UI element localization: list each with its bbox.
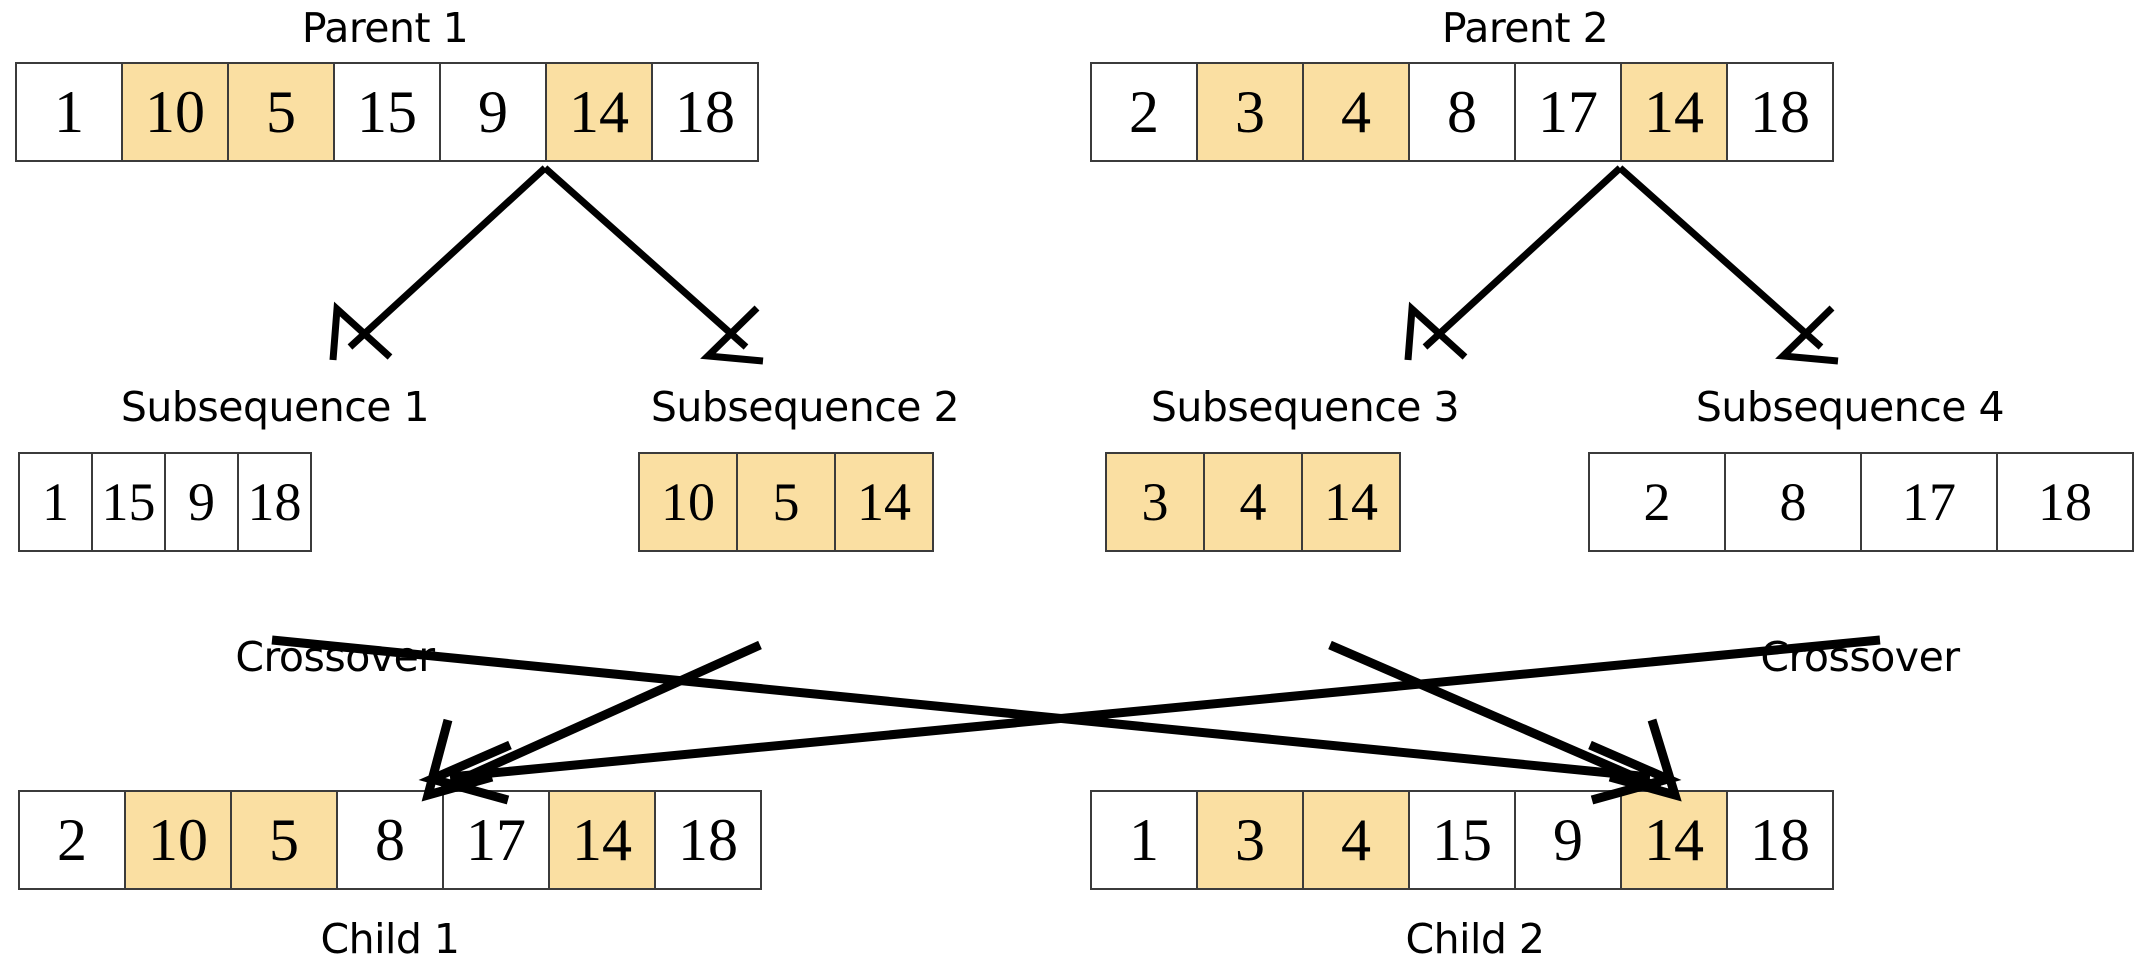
subsequence-3-gene-0: 3 [1105,452,1205,552]
subsequence-1-gene-0: 1 [18,452,93,552]
parent-1-gene-4: 9 [439,62,547,162]
crossover-left-label: Crossover [235,633,435,681]
subsequence-4-label: Subsequence 4 [1695,383,2005,431]
parent-1-gene-3: 15 [333,62,441,162]
subsequence-4-row: 2 8 17 18 [1588,452,2134,552]
parent-1-chromosome: 1 10 5 15 9 14 18 [15,62,759,162]
parent-2-gene-2: 4 [1302,62,1410,162]
subsequence-4-gene-0: 2 [1588,452,1726,552]
subsequence-3-gene-2: 14 [1301,452,1401,552]
subsequence-1-gene-3: 18 [237,452,312,552]
subsequence-1-gene-2: 9 [164,452,239,552]
child-2-gene-4: 9 [1514,790,1622,890]
child-2-label: Child 2 [1405,915,1545,963]
child-1-gene-5: 14 [548,790,656,890]
parent-1-split-arrow-left [329,165,548,361]
subsequence-2-row: 10 5 14 [638,452,934,552]
parent-1-split-arrow-right [542,165,764,365]
parent-2-split-arrow-left [1404,165,1623,361]
subsequence-2-label: Subsequence 2 [650,383,960,431]
child-1-gene-4: 17 [442,790,550,890]
parent-2-split-arrow-right [1617,165,1839,365]
parent-2-chromosome: 2 3 4 8 17 14 18 [1090,62,1834,162]
subsequence-2-gene-2: 14 [834,452,934,552]
parent-1-gene-6: 18 [651,62,759,162]
child-1-gene-6: 18 [654,790,762,890]
child-2-chromosome: 1 3 4 15 9 14 18 [1090,790,1834,890]
child-1-gene-2: 5 [230,790,338,890]
child-1-gene-3: 8 [336,790,444,890]
subsequence-4-gene-2: 17 [1860,452,1998,552]
parent-2-label: Parent 2 [1441,4,1609,52]
subsequence-1-row: 1 15 9 18 [18,452,312,552]
parent-1-gene-0: 1 [15,62,123,162]
child-1-gene-1: 10 [124,790,232,890]
child-2-gene-2: 4 [1302,790,1410,890]
child-2-gene-1: 3 [1196,790,1304,890]
parent-2-gene-4: 17 [1514,62,1622,162]
parent-1-gene-2: 5 [227,62,335,162]
parent-2-gene-3: 8 [1408,62,1516,162]
subsequence-1-gene-1: 15 [91,452,166,552]
crossover-arrow-sub4-to-child1 [418,635,1881,805]
subsequence-3-gene-1: 4 [1203,452,1303,552]
parent-2-gene-5: 14 [1620,62,1728,162]
subsequence-4-gene-1: 8 [1724,452,1862,552]
subsequence-3-row: 3 4 14 [1105,452,1401,552]
subsequence-2-gene-1: 5 [736,452,836,552]
parent-1-label: Parent 1 [301,4,469,52]
parent-1-gene-5: 14 [545,62,653,162]
child-2-gene-6: 18 [1726,790,1834,890]
child-1-chromosome: 2 10 5 8 17 14 18 [18,790,762,890]
crossover-arrow-sub3-to-child2 [1328,640,1682,802]
child-1-label: Child 1 [320,915,460,963]
parent-2-gene-1: 3 [1196,62,1304,162]
child-2-gene-5: 14 [1620,790,1728,890]
child-1-gene-0: 2 [18,790,126,890]
child-2-gene-3: 15 [1408,790,1516,890]
subsequence-3-label: Subsequence 3 [1150,383,1460,431]
child-2-gene-0: 1 [1090,790,1198,890]
parent-2-gene-0: 2 [1090,62,1198,162]
subsequence-2-gene-0: 10 [638,452,738,552]
crossover-right-label: Crossover [1760,633,1960,681]
subsequence-4-gene-3: 18 [1996,452,2134,552]
parent-1-gene-1: 10 [121,62,229,162]
parent-2-gene-6: 18 [1726,62,1834,162]
subsequence-1-label: Subsequence 1 [120,383,430,431]
